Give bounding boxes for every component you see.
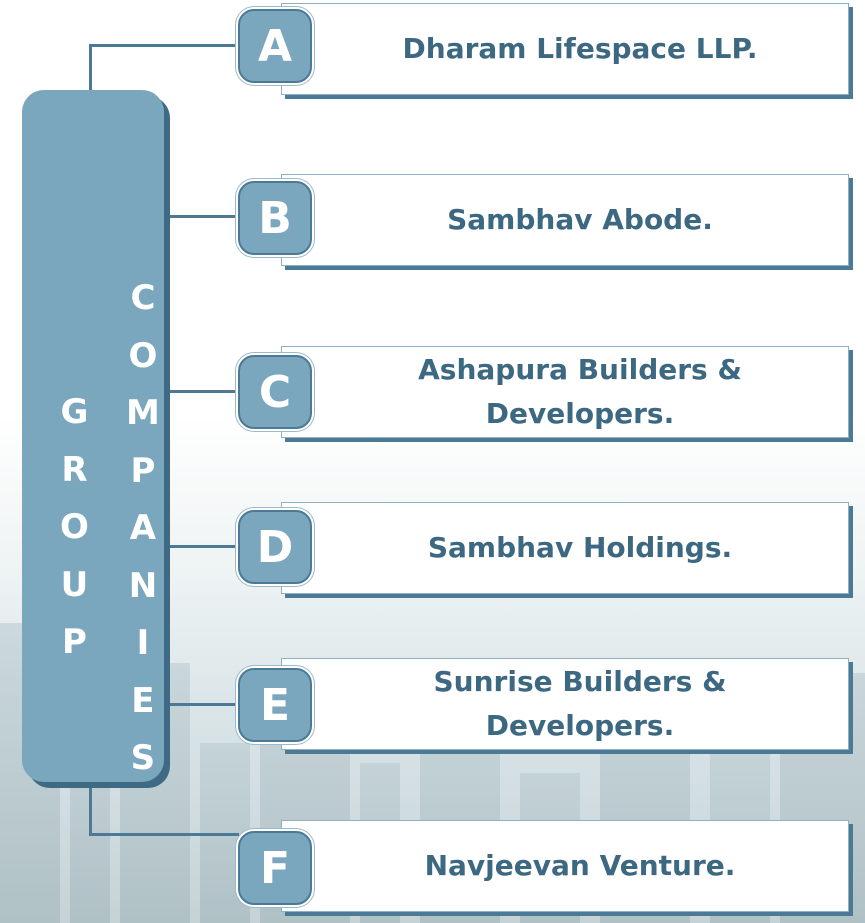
company-card-e: Sunrise Builders & Developers. (281, 658, 849, 750)
connector-c (164, 390, 239, 393)
company-card-d: Sambhav Holdings. (281, 502, 849, 594)
group-letter: R (61, 449, 88, 490)
badge-b: B (238, 181, 312, 255)
company-name: Sambhav Holdings. (427, 531, 733, 564)
group-letter: P (61, 622, 87, 662)
connector-f (89, 833, 239, 836)
companies-letter: E (131, 680, 155, 721)
connector-top-vertical (89, 44, 92, 92)
company-card-c: Ashapura Builders & Developers. (281, 346, 849, 438)
connector-b (164, 215, 239, 218)
company-name: Dharam Lifespace LLP. (402, 32, 758, 65)
badge-f: F (238, 831, 312, 905)
group-letter: O (60, 507, 89, 547)
connector-bottom-vertical (89, 782, 92, 836)
companies-letter: O (128, 335, 158, 376)
badge-d: D (238, 510, 312, 584)
group-companies-panel: G R O U P C O M P A N I E S (22, 90, 164, 782)
companies-letter: S (130, 738, 156, 778)
companies-letter: A (129, 508, 157, 548)
group-word: G R O U P (60, 384, 89, 672)
connector-a (89, 44, 239, 47)
group-letter: U (60, 564, 89, 605)
connector-d (164, 545, 239, 548)
company-name: Sambhav Abode. (447, 203, 713, 236)
group-letter: G (60, 392, 89, 432)
company-name: Sunrise Builders & Developers. (433, 665, 727, 742)
companies-letter: N (128, 565, 158, 606)
companies-letter: I (136, 623, 150, 663)
company-card-b: Sambhav Abode. (281, 174, 849, 266)
connector-e (164, 703, 239, 706)
companies-letter: P (130, 450, 156, 491)
badge-c: C (238, 355, 312, 429)
companies-letter: M (126, 393, 160, 433)
companies-letter: C (130, 278, 156, 318)
company-name: Ashapura Builders & Developers. (418, 353, 742, 430)
company-card-f: Navjeevan Venture. (281, 820, 849, 912)
company-card-a: Dharam Lifespace LLP. (281, 3, 849, 95)
companies-word: C O M P A N I E S (126, 270, 160, 788)
badge-e: E (238, 668, 312, 742)
company-name: Navjeevan Venture. (424, 849, 736, 882)
badge-a: A (238, 9, 312, 83)
